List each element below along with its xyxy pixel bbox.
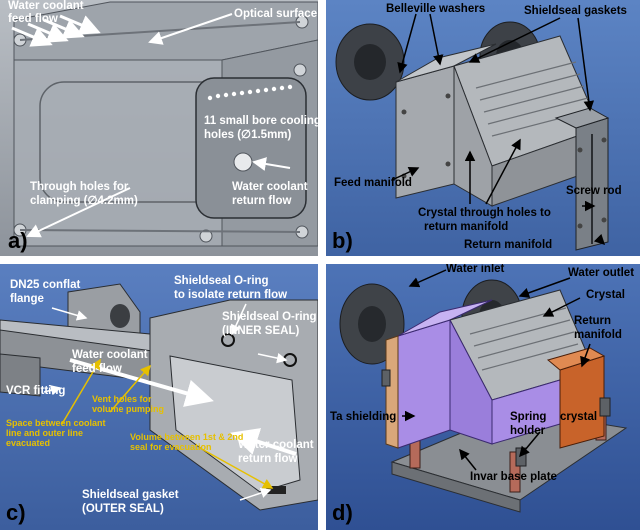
panel-b-letter: b) — [332, 228, 353, 253]
clamp-pointer — [26, 187, 131, 238]
label-crystal-small: crystal — [560, 411, 597, 423]
oring-return — [221, 333, 235, 347]
ta-shield-top — [397, 299, 493, 337]
clamp-hole-5 — [199, 229, 213, 243]
vcr-fitting-body — [0, 353, 41, 397]
label-screw-rod: Screw rod — [566, 185, 622, 197]
optical-pointer — [148, 13, 233, 45]
horizontal-separator — [0, 256, 640, 264]
panel-a-letter: a) — [8, 228, 28, 253]
label-feed-manifold: Feed manifold — [334, 177, 412, 189]
inlet-flange-bore — [358, 306, 386, 342]
label-invar-base: Invar base plate — [470, 471, 557, 483]
outer-gasket — [266, 486, 286, 494]
feed-flow-arrows — [11, 14, 101, 47]
label-oring-inner: Shieldseal O-ring(INNER SEAL) — [222, 311, 317, 337]
return-flow-arrow — [230, 428, 297, 456]
panel-c-yellow-pointers — [61, 358, 274, 489]
label-crystal: Crystal — [586, 289, 625, 301]
return-hole — [233, 152, 253, 172]
label-water-inlet: Water inlet — [446, 263, 505, 275]
manifold-bolts — [401, 93, 607, 229]
return-manifold-copper — [559, 355, 605, 449]
label-outer-gasket: Shieldseal gasket(OUTER SEAL) — [82, 489, 179, 515]
rod-2 — [19, 229, 301, 233]
vertical-separator — [318, 0, 326, 530]
block-side-face — [13, 59, 223, 247]
ta-shield-front — [397, 319, 451, 449]
cooling-holes — [207, 84, 293, 101]
return-pointer — [252, 157, 291, 171]
label-ta-shielding: Ta shielding — [330, 411, 396, 423]
panel-c-white-pointers — [43, 303, 288, 501]
panel-d-letter: d) — [332, 500, 353, 525]
label-return-manifold: Return manifold — [464, 239, 552, 251]
support-leg-2 — [509, 451, 521, 493]
panel-b-pointers — [391, 13, 606, 246]
left-flange-bore — [354, 44, 386, 80]
invar-base-edge — [391, 461, 521, 513]
label-optical-surface: Optical surface — [234, 8, 317, 20]
end-face-recess — [195, 77, 307, 219]
panel-d-pointers — [402, 269, 591, 471]
label-shieldseal-gaskets: Shieldseal gaskets — [524, 5, 627, 17]
label-water-outlet: Water outlet — [568, 267, 634, 279]
panel-b: Belleville washers Shieldseal gaskets Fe… — [326, 0, 640, 256]
clamp-hole-3 — [293, 63, 307, 77]
crystal-channels-d — [469, 307, 579, 371]
flange-bolt-hole — [110, 304, 130, 328]
panel-c-letter: c) — [6, 500, 26, 525]
ta-shield-edge — [385, 335, 399, 449]
label-vcr: VCR fitting — [6, 385, 65, 397]
label-belleville: Belleville washers — [386, 3, 485, 15]
